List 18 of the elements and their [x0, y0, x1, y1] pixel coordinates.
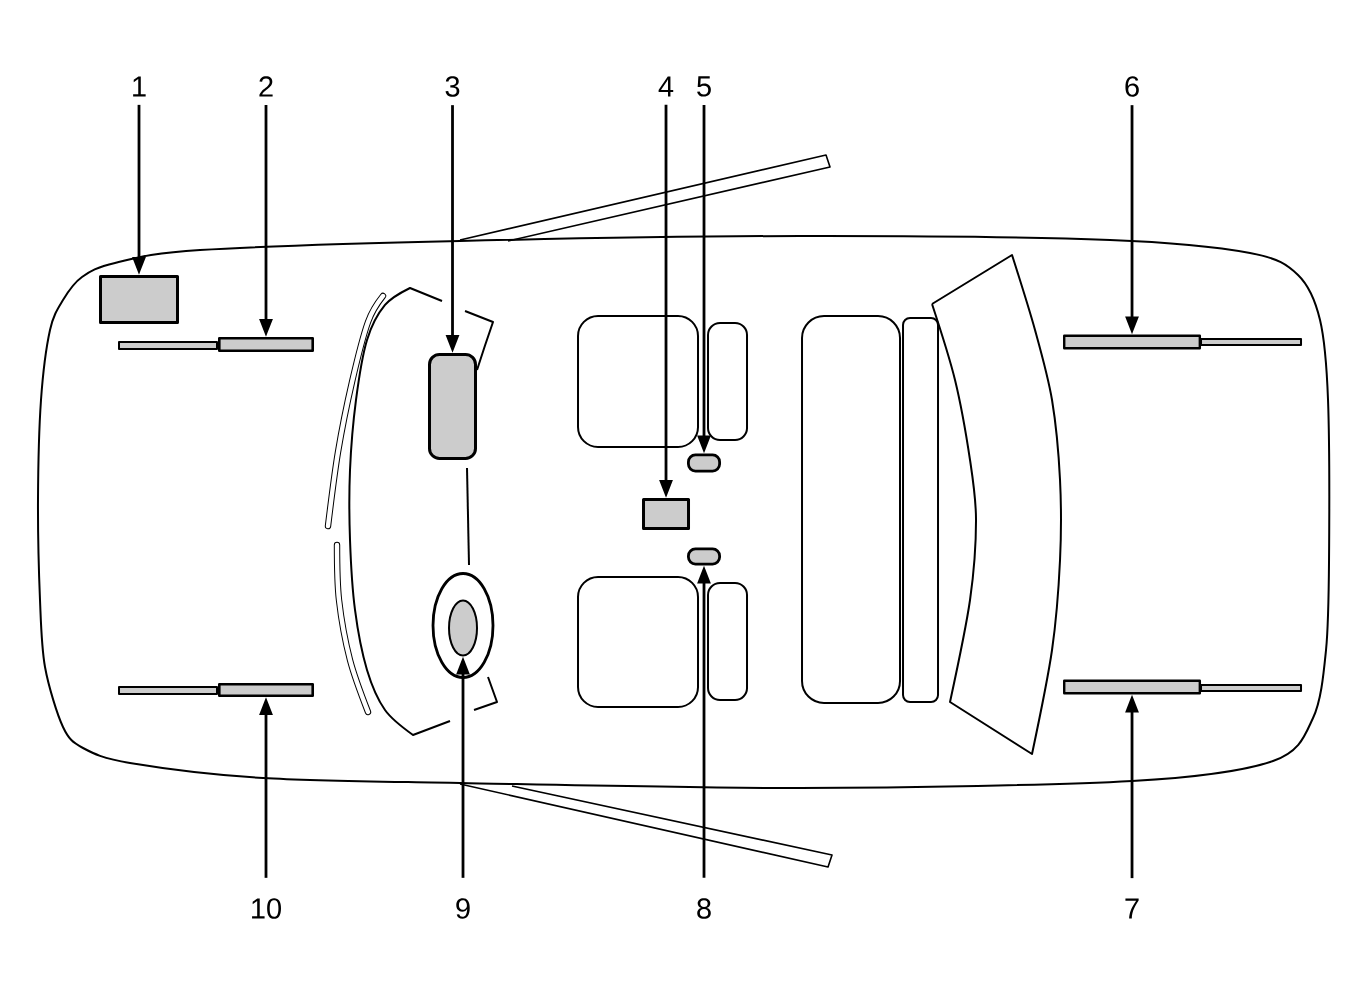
component-ellipse	[448, 599, 478, 657]
component-box	[642, 498, 690, 530]
callout-number: 9	[456, 898, 470, 919]
callout-number: 3	[445, 76, 460, 97]
callout-number: 5	[697, 76, 711, 97]
component-box	[687, 547, 721, 566]
callout-number: 6	[1125, 76, 1139, 97]
callout-number: 10	[252, 898, 281, 919]
component-bar	[218, 337, 314, 352]
component-box	[428, 353, 477, 460]
component-bar	[218, 683, 314, 697]
component-box	[687, 453, 721, 473]
callout-number: 7	[1125, 898, 1139, 919]
component-box	[99, 275, 179, 324]
callout-number: 1	[133, 76, 146, 97]
callout-number: 8	[697, 898, 711, 919]
callout-number: 4	[658, 76, 674, 97]
callout-number: 2	[259, 76, 273, 97]
